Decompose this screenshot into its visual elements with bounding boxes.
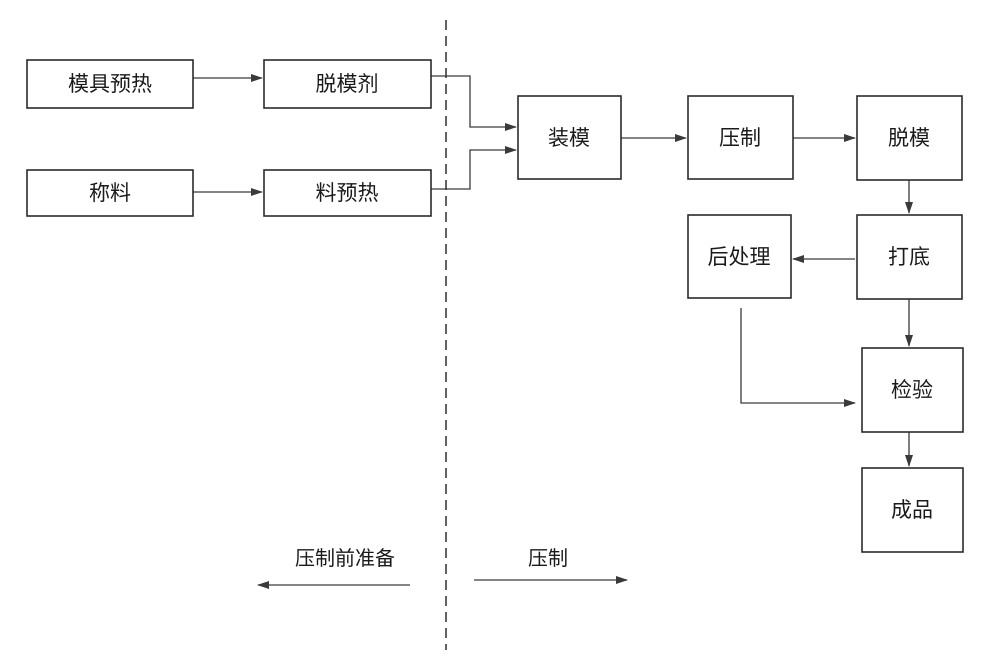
node-product-label: 成品 [891,498,933,522]
arrow-material-preheat-to-loading [431,146,517,190]
node-mold-preheat: 模具预热 [26,59,194,109]
node-demolding: 脱模 [856,95,963,181]
node-mold-preheat-label: 模具预热 [68,72,152,96]
node-post-processing: 后处理 [687,214,792,299]
arrow-post-processing-to-inspection [740,308,856,407]
node-finishing-label: 打底 [888,245,930,269]
node-post-processing-label: 后处理 [708,245,771,269]
node-release-agent-label: 脱模剂 [316,72,379,96]
node-material-preheat-label: 料预热 [316,181,379,205]
connectors [193,74,913,467]
phase-label-preparation: 压制前准备 [295,546,395,570]
arrow-release-agent-to-loading [431,75,517,131]
node-demolding-label: 脱模 [888,126,930,150]
node-finishing: 打底 [856,214,963,300]
node-inspection-label: 检验 [891,378,933,402]
node-pressing: 压制 [687,95,794,180]
node-product: 成品 [861,467,964,553]
node-pressing-label: 压制 [719,126,761,150]
node-weighing: 称料 [26,169,194,217]
phase-label-pressing: 压制 [528,546,568,570]
node-loading: 装模 [517,95,622,180]
node-material-preheat: 料预热 [263,169,432,217]
node-weighing-label: 称料 [89,181,131,205]
node-loading-label: 装模 [548,126,590,150]
node-release-agent: 脱模剂 [263,59,432,109]
node-inspection: 检验 [861,347,964,433]
